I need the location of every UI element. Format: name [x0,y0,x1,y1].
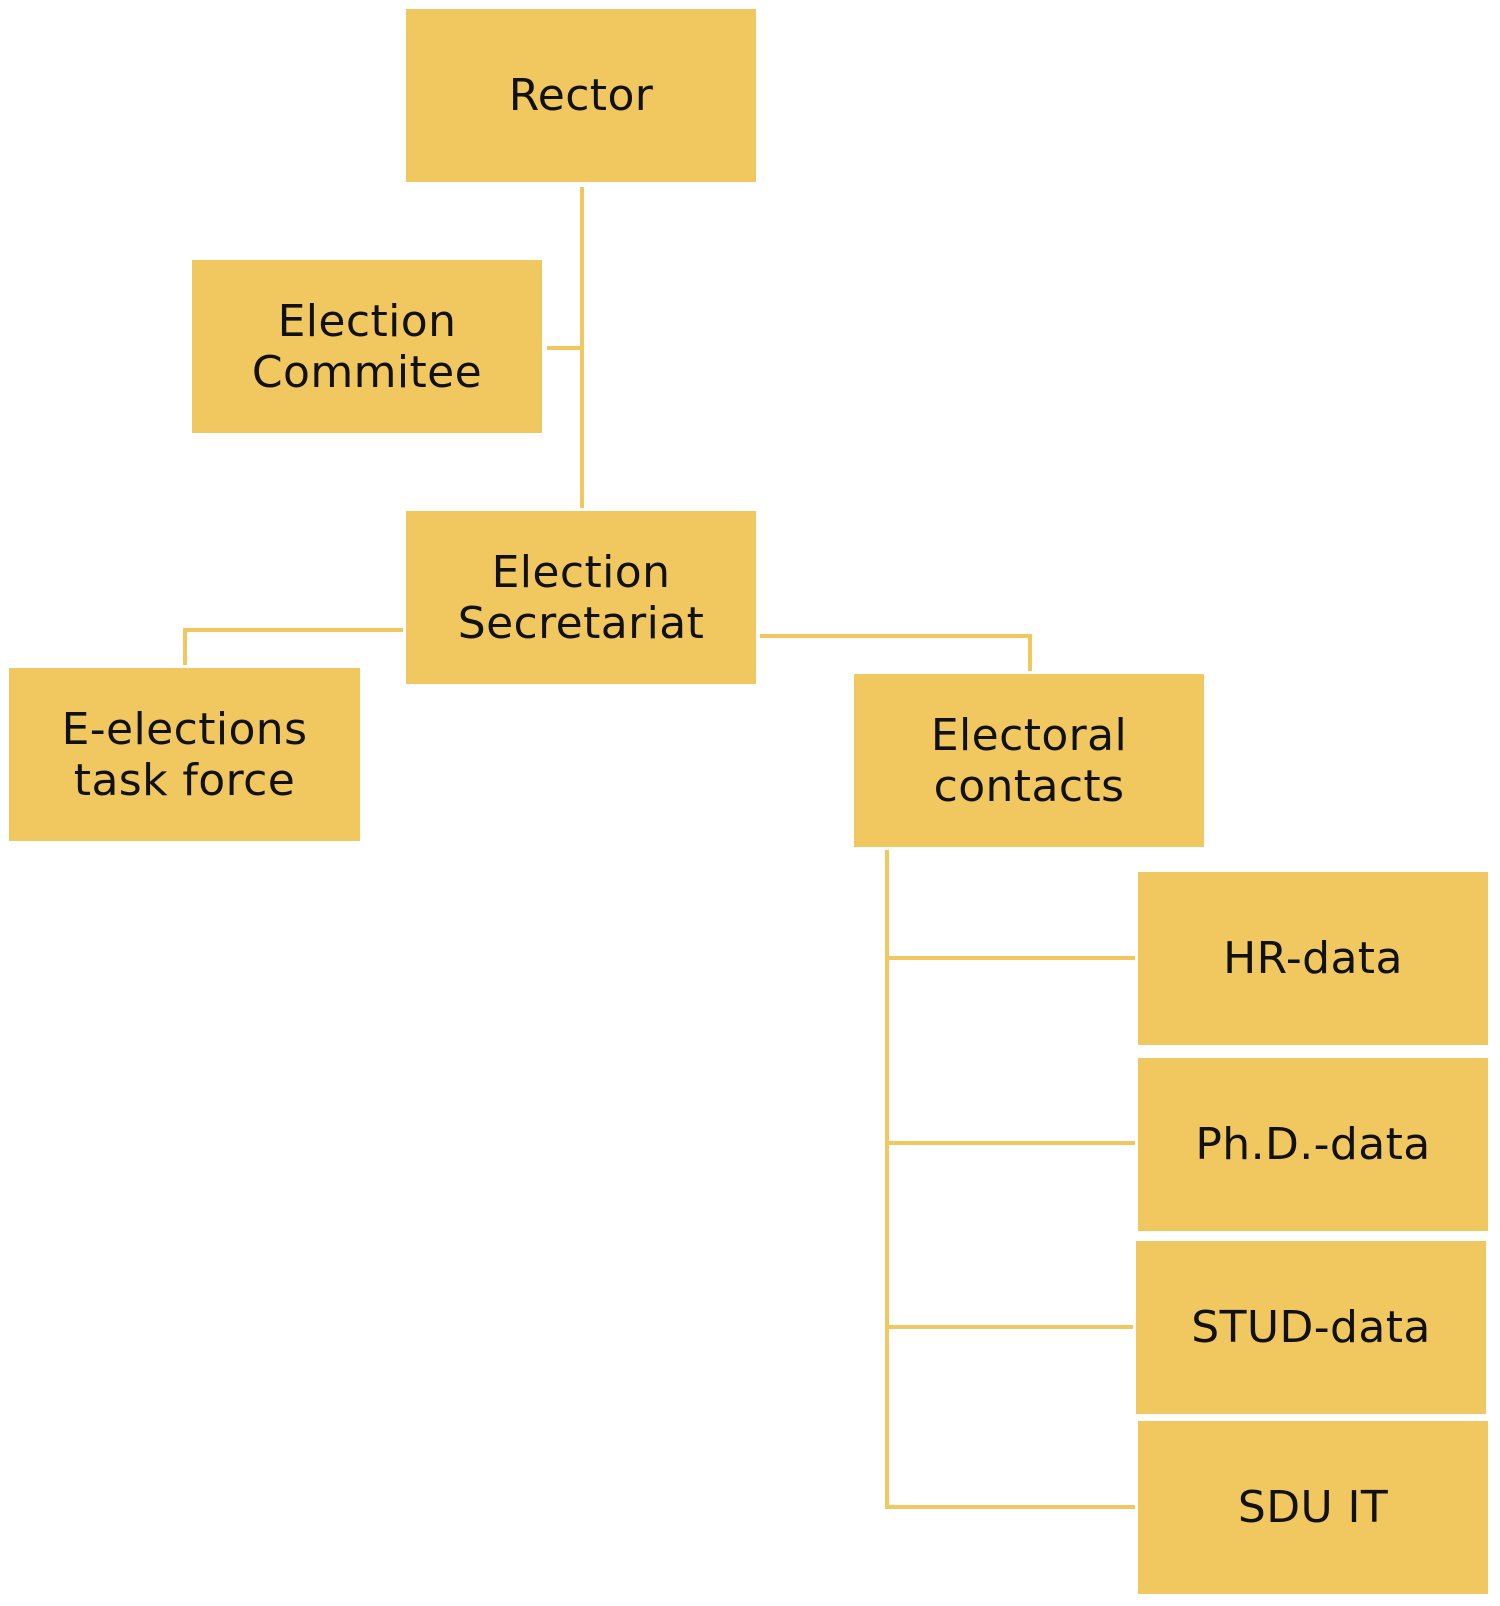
node-hr-data: HR-data [1138,872,1488,1045]
node-election-secretariat-label: Election Secretariat [457,546,705,649]
node-hr-data-label: HR-data [1223,933,1403,984]
connector-to-sdu-it [885,1505,1135,1509]
connector-committee-branch [547,346,584,350]
node-election-committee-label: Election Commitee [251,295,483,398]
node-rector-label: Rector [508,70,654,121]
node-e-elections-task-force-label: E-elections task force [61,703,308,806]
node-sdu-it: SDU IT [1138,1421,1488,1594]
connector-secretariat-to-task-force-horizontal [183,628,403,632]
node-electoral-contacts: Electoral contacts [854,674,1204,847]
connector-contacts-trunk [885,850,889,1507]
node-stud-data: STUD-data [1136,1241,1486,1414]
node-stud-data-label: STUD-data [1191,1302,1431,1353]
node-electoral-contacts-label: Electoral contacts [930,709,1128,812]
connector-secretariat-to-contacts-horizontal [760,634,1032,638]
connector-to-phd-data [885,1141,1135,1145]
node-phd-data-label: Ph.D.-data [1195,1119,1431,1170]
node-election-secretariat: Election Secretariat [406,511,756,684]
node-rector: Rector [406,9,756,182]
node-e-elections-task-force: E-elections task force [9,668,360,841]
connector-secretariat-to-contacts-vertical [1028,634,1032,671]
connector-to-hr-data [885,956,1135,960]
connector-to-stud-data [885,1325,1133,1329]
node-phd-data: Ph.D.-data [1138,1058,1488,1231]
connector-secretariat-to-task-force-vertical [183,628,187,665]
node-sdu-it-label: SDU IT [1237,1482,1389,1533]
node-election-committee: Election Commitee [192,260,542,433]
